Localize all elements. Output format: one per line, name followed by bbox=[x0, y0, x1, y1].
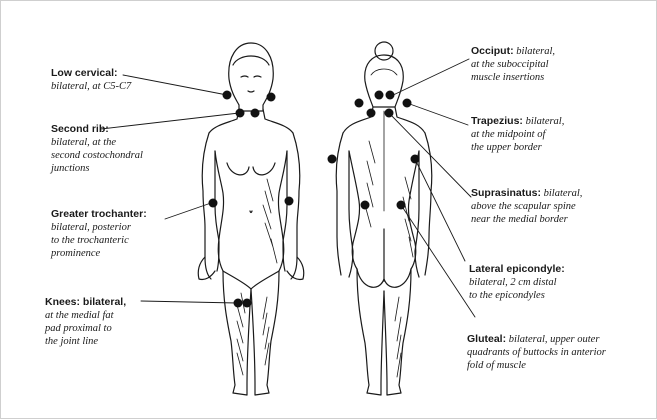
front-figure bbox=[198, 43, 304, 395]
label-lateral-epicondyle: Lateral epicondyle: bilateral, 2 cm dist… bbox=[469, 263, 651, 302]
point-low-cervical-right bbox=[267, 93, 276, 102]
label-greater-trochanter-desc: bilateral, posterior to the trochanteric… bbox=[51, 222, 131, 259]
point-lateral-epicondyle-right bbox=[411, 155, 420, 164]
point-low-cervical-left bbox=[223, 91, 232, 100]
label-gluteal: Gluteal: bilateral, upper outer quadrant… bbox=[467, 333, 653, 372]
label-low-cervical-title: Low cervical: bbox=[51, 67, 118, 79]
leader-gluteal bbox=[401, 205, 475, 317]
label-greater-trochanter-title: Greater trochanter: bbox=[51, 208, 147, 220]
point-greater-trochanter-left bbox=[209, 199, 218, 208]
tender-points bbox=[209, 91, 420, 308]
label-lateral-epicondyle-desc: bilateral, 2 cm distal to the epicondyle… bbox=[469, 277, 557, 301]
point-supraspinatus-left bbox=[367, 109, 376, 118]
point-lateral-epicondyle-left bbox=[328, 155, 337, 164]
label-trapezius-title: Trapezius: bbox=[471, 115, 523, 127]
label-occiput: Occiput: bilateral, at the suboccipital … bbox=[471, 45, 651, 84]
leader-lateral-epicondyle bbox=[415, 159, 465, 261]
label-second-rib-desc: bilateral, at the second costochondral j… bbox=[51, 137, 143, 174]
label-second-rib-title: Second rib: bbox=[51, 123, 109, 135]
point-occiput-left bbox=[375, 91, 384, 100]
label-gluteal-title: Gluteal: bbox=[467, 333, 506, 345]
point-gluteal-left bbox=[361, 201, 370, 210]
label-knees: Knees: bilateral, at the medial fat pad … bbox=[45, 296, 195, 348]
label-low-cervical: Low cervical: bilateral, at C5-C7 bbox=[51, 67, 201, 93]
label-knees-title: Knees: bilateral, bbox=[45, 296, 126, 308]
point-knee-right bbox=[243, 299, 252, 308]
point-gluteal-right bbox=[397, 201, 406, 210]
label-lateral-epicondyle-title: Lateral epicondyle: bbox=[469, 263, 565, 275]
point-second-rib-left bbox=[236, 109, 245, 118]
leader-trapezius bbox=[407, 103, 468, 125]
point-second-rib-right bbox=[251, 109, 260, 118]
point-occiput-right bbox=[386, 91, 395, 100]
back-figure bbox=[336, 42, 432, 395]
label-supraspinatus-title: Suprasinatus: bbox=[471, 187, 541, 199]
label-supraspinatus: Suprasinatus: bilateral, above the scapu… bbox=[471, 187, 653, 226]
point-trapezius-right bbox=[403, 99, 412, 108]
label-greater-trochanter: Greater trochanter: bilateral, posterior… bbox=[51, 208, 201, 260]
point-greater-trochanter-right bbox=[285, 197, 294, 206]
point-knee-left bbox=[234, 299, 243, 308]
label-low-cervical-desc: bilateral, at C5-C7 bbox=[51, 81, 131, 92]
label-occiput-title: Occiput: bbox=[471, 45, 514, 57]
label-second-rib: Second rib: bilateral, at the second cos… bbox=[51, 123, 201, 175]
label-trapezius: Trapezius: bilateral, at the midpoint of… bbox=[471, 115, 651, 154]
leader-supraspinatus bbox=[389, 113, 471, 197]
label-knees-desc: at the medial fat pad proximal to the jo… bbox=[45, 310, 114, 347]
point-trapezius-left bbox=[355, 99, 364, 108]
point-supraspinatus-right bbox=[385, 109, 394, 118]
